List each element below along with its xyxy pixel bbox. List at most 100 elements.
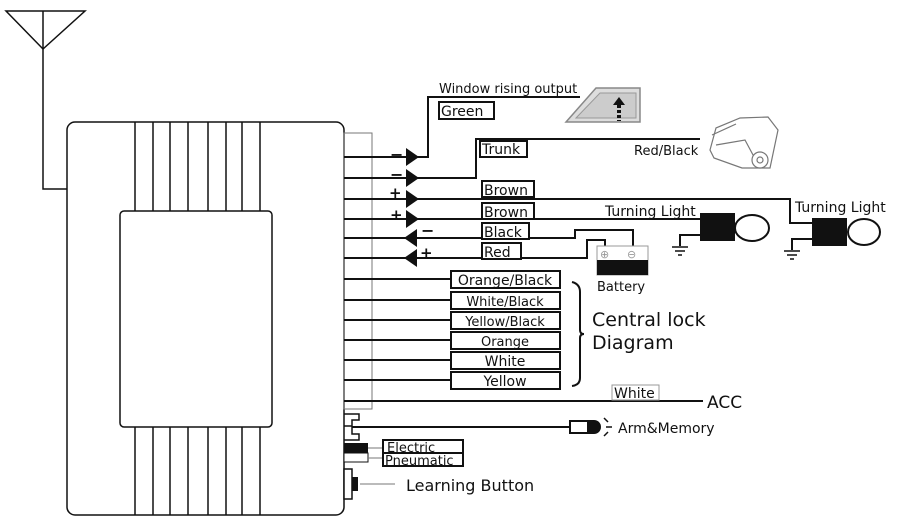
diagram-line bbox=[479, 140, 528, 158]
central-lock-title: Diagram bbox=[592, 332, 674, 354]
diagram-line bbox=[481, 222, 530, 240]
diagram-line bbox=[343, 452, 369, 463]
diagram-line bbox=[756, 156, 764, 164]
diagram-line bbox=[450, 291, 561, 310]
diagram-text: Orange/Black bbox=[458, 273, 553, 289]
car-trunk-icon bbox=[709, 116, 779, 169]
learning-button[interactable]: Learning Button bbox=[343, 468, 534, 500]
diagram-line bbox=[344, 239, 606, 259]
diagram-text: White/Black bbox=[466, 295, 544, 310]
arm-memory-label: Arm&Memory bbox=[618, 421, 715, 437]
diagram-line bbox=[611, 384, 660, 401]
wire-connector bbox=[343, 132, 373, 410]
diagram-text: ⊕ bbox=[600, 248, 609, 261]
central-lock-wire: Yellow/Black bbox=[450, 311, 561, 330]
polarity-sign: − bbox=[421, 221, 434, 240]
diagram-line bbox=[343, 468, 353, 500]
polarity-sign: + bbox=[420, 244, 433, 262]
diagram-line bbox=[134, 427, 261, 515]
diagram-text: Yellow bbox=[482, 374, 526, 390]
central-lock-wire: Yellow bbox=[450, 371, 561, 390]
diagram-line bbox=[450, 331, 561, 350]
diagram-line bbox=[368, 447, 383, 459]
diagram-text: Orange bbox=[481, 335, 529, 350]
diagram-line bbox=[812, 218, 847, 246]
central-lock-title: Central lock bbox=[592, 309, 706, 331]
central-lock-wire: White bbox=[450, 351, 561, 370]
window-rising-title: Window rising output bbox=[439, 82, 577, 97]
ground-icon bbox=[784, 250, 800, 260]
diagram-line bbox=[344, 198, 812, 224]
lock-type-switch[interactable]: Electric Pneumatic bbox=[343, 439, 464, 469]
diagram-line bbox=[569, 420, 589, 434]
diagram-line bbox=[450, 351, 561, 370]
turning-light-icon bbox=[784, 218, 881, 260]
diagram-line bbox=[382, 452, 464, 467]
diagram-line bbox=[481, 202, 535, 220]
diagram-line bbox=[700, 213, 735, 241]
diagram-line bbox=[438, 101, 495, 120]
trunk-wire: − Trunk Red/Black bbox=[344, 116, 779, 187]
diagram-line bbox=[481, 180, 535, 198]
acc-wire: White ACC bbox=[344, 384, 742, 413]
diagram-line bbox=[450, 311, 561, 330]
central-lock-wires: Orange/Black White/Black Yellow/Black Or… bbox=[344, 270, 706, 390]
diagram-text: Yellow/Black bbox=[464, 315, 545, 330]
control-module bbox=[66, 121, 373, 516]
diagram-line bbox=[679, 234, 700, 246]
turning-light-label: Turning Light bbox=[794, 200, 886, 216]
diagram-line bbox=[613, 97, 625, 105]
diagram-text: White bbox=[485, 354, 526, 370]
positive-wire: + Red bbox=[344, 239, 606, 267]
lock-type-pneumatic: Pneumatic bbox=[385, 454, 454, 469]
acc-label: ACC bbox=[707, 393, 742, 413]
diagram-line bbox=[597, 260, 648, 275]
diagram-line bbox=[42, 11, 67, 190]
diagram-line bbox=[344, 443, 368, 453]
diagram-line bbox=[481, 242, 522, 260]
light-rays-icon bbox=[603, 417, 612, 437]
led-icon bbox=[588, 420, 601, 434]
wire-label-red: Red bbox=[484, 245, 511, 261]
diagram-line bbox=[344, 413, 360, 441]
diagram-line bbox=[450, 371, 561, 390]
central-lock-wire: Orange bbox=[450, 331, 561, 350]
diagram-text: ⊖ bbox=[627, 248, 636, 261]
polarity-sign: − bbox=[390, 165, 403, 184]
diagram-line bbox=[134, 122, 261, 211]
polarity-sign: + bbox=[390, 206, 403, 224]
output-arrow-icon bbox=[406, 169, 419, 187]
window-icon bbox=[564, 87, 641, 123]
diagram-line bbox=[344, 96, 580, 158]
arm-memory-led: Arm&Memory bbox=[344, 413, 715, 441]
brace bbox=[571, 281, 585, 387]
polarity-sign: − bbox=[390, 145, 403, 164]
input-arrow-icon bbox=[404, 249, 417, 267]
turning-light-wire-2: + Brown Turning Light bbox=[344, 202, 770, 256]
wire-label-black: Black bbox=[484, 225, 523, 241]
diagram-line bbox=[847, 218, 881, 246]
battery-label: Battery bbox=[597, 280, 645, 295]
central-lock-wire: White/Black bbox=[450, 291, 561, 310]
diagram-line bbox=[119, 210, 273, 428]
turning-light-label: Turning Light bbox=[604, 204, 696, 220]
input-arrow-icon bbox=[404, 229, 417, 247]
central-lock-wire: Orange/Black bbox=[450, 270, 561, 289]
turning-light-wire-1: + Brown Turning Light bbox=[344, 180, 886, 260]
output-arrow-icon bbox=[406, 210, 419, 228]
polarity-sign: + bbox=[389, 184, 402, 202]
wire-label-white: White bbox=[614, 386, 655, 402]
diagram-line bbox=[450, 270, 561, 289]
wire-label-brown: Brown bbox=[484, 205, 528, 221]
wire-label-trunk: Trunk bbox=[481, 142, 521, 158]
diagram-line bbox=[734, 214, 770, 242]
output-arrow-icon bbox=[406, 190, 419, 208]
antenna-icon bbox=[4, 10, 87, 190]
output-arrow-icon bbox=[406, 148, 419, 166]
diagram-line bbox=[4, 10, 87, 51]
learning-button-label: Learning Button bbox=[406, 476, 534, 495]
battery-icon: ⊕ ⊖ Battery bbox=[596, 245, 649, 295]
trunk-color-label: Red/Black bbox=[634, 144, 699, 159]
ground-icon bbox=[672, 246, 688, 256]
